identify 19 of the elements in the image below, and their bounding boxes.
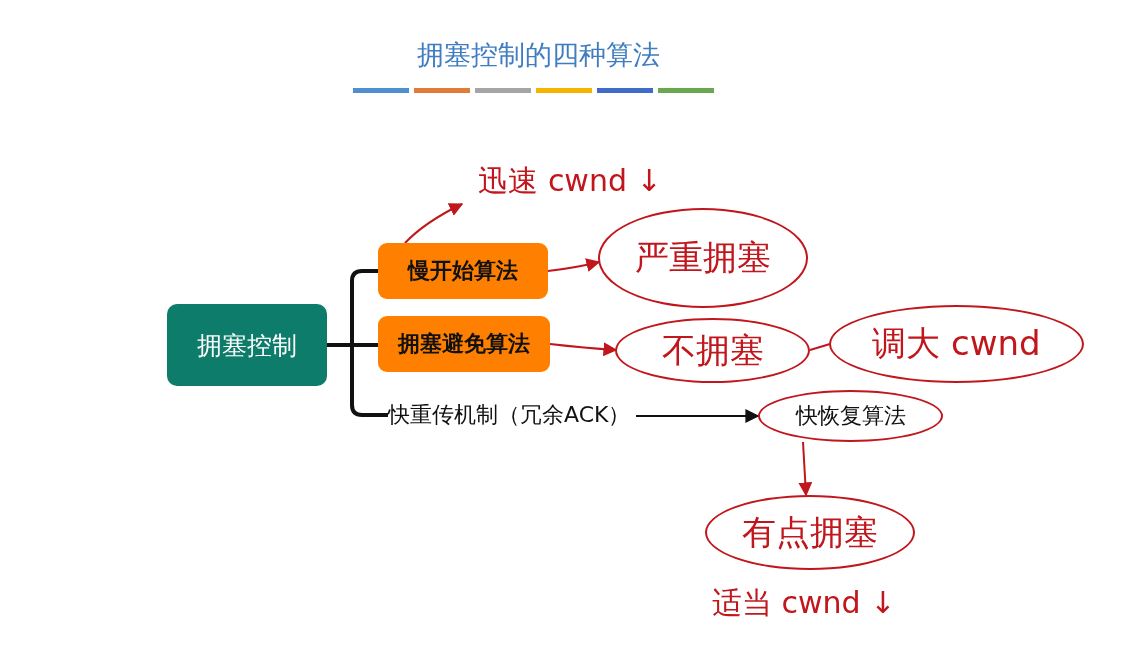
circled-text: 快恢复算法 (758, 390, 943, 442)
arrow (549, 342, 618, 357)
arrow (404, 203, 464, 244)
topic-box: 拥塞控制 (167, 304, 327, 386)
arrow (547, 258, 601, 272)
branch-text: 快重传机制（冗余ACK） (388, 395, 631, 435)
arrow (798, 441, 813, 497)
circled-note: 不拥塞 (615, 318, 810, 383)
handwritten-note: 适当 cwnd ↓ (712, 583, 896, 622)
subtopic-box: 慢开始算法 (378, 243, 548, 299)
circled-note: 有点拥塞 (705, 495, 915, 570)
title: 拥塞控制的四种算法 (415, 38, 661, 72)
handwritten-note: 迅速 cwnd ↓ (455, 158, 685, 204)
connector-line (809, 343, 831, 351)
circled-note: 严重拥塞 (598, 208, 808, 308)
circled-note: 调大 cwnd (829, 305, 1084, 383)
arrow (635, 409, 760, 423)
connector-line (327, 343, 388, 417)
subtopic-box: 拥塞避免算法 (378, 316, 550, 372)
